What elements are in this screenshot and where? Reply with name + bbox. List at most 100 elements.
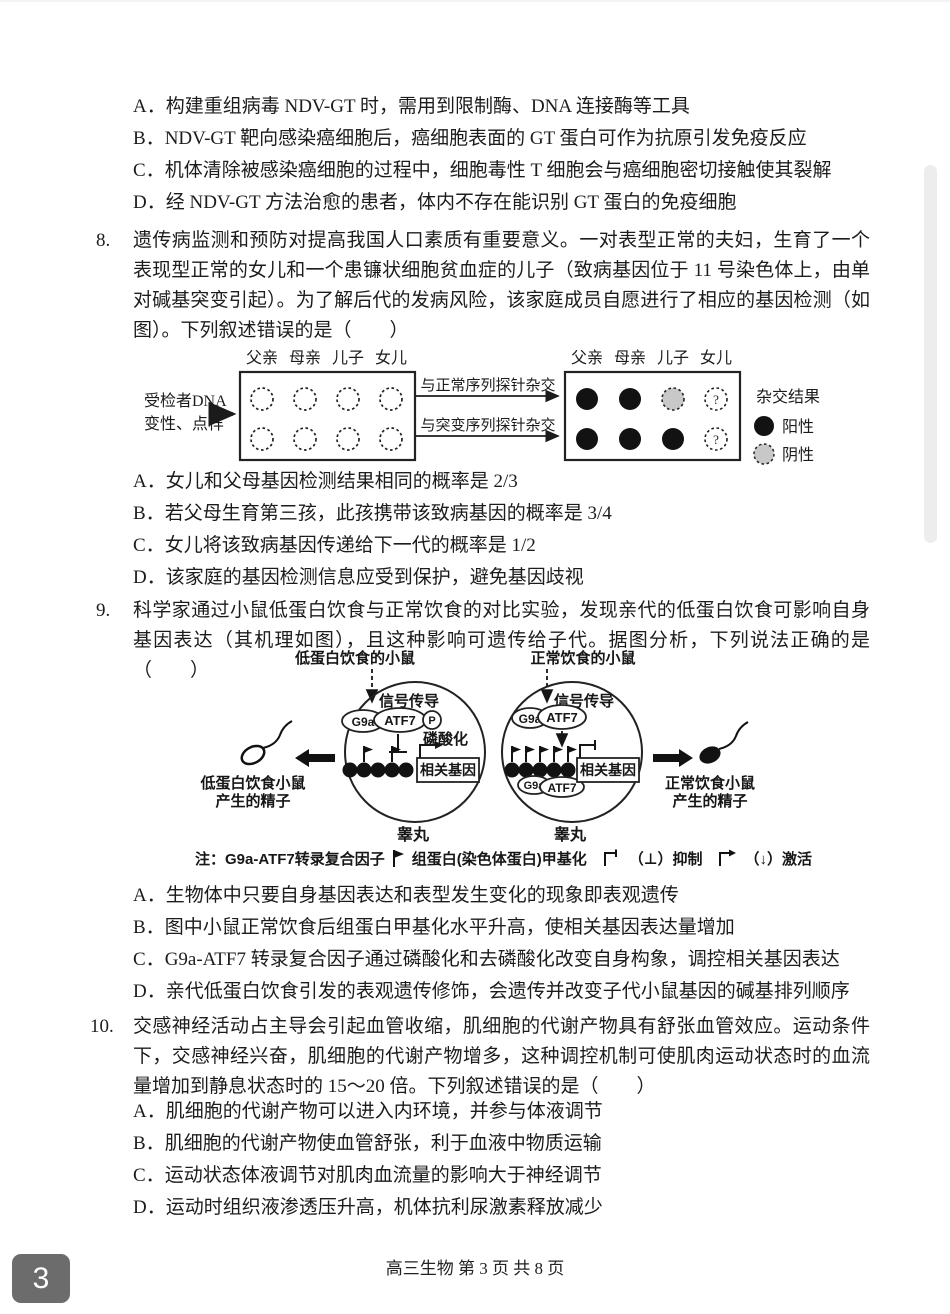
option-label: C． [133,1165,165,1186]
option-text: 生物体中只要自身基因表达和表型发生变化的现象即表观遗传 [165,885,679,906]
hybridization-legend: 杂交结果 阳性 阴性 [753,388,820,465]
option-label: D． [133,192,166,213]
option-d: D．亲代低蛋白饮食引发的表观遗传修饰，会遗传并改变子代小鼠基因的碱基排列顺序 [133,980,893,1012]
svg-text:ATF7: ATF7 [546,710,578,725]
svg-text:磷酸化: 磷酸化 [423,730,468,748]
gene-box-repressed: 相关基因 [576,740,640,783]
svg-text:相关基因: 相关基因 [580,762,636,778]
methyl-flag-icon [392,850,404,867]
option-text: 该家庭的基因检测信息应受到保护，避免基因歧视 [165,567,584,588]
testis-cell-outline [501,681,643,823]
question-number: 9. [96,600,111,621]
methyl-flag [363,746,373,762]
gene-box-active: 相关基因 [416,741,480,783]
svg-text:变性、点样: 变性、点样 [144,415,224,433]
option-b: B．肌细胞的代谢产物使血管舒张，利于血液中物质运输 [133,1132,893,1164]
option-text: 女儿将该致病基因传递给下一代的概率是 1/2 [164,535,536,556]
option-c: C．运动状态体液调节对肌肉血流量的影响大于神经调节 [133,1164,893,1196]
option-a: A．女儿和父母基因检测结果相同的概率是 2/3 [133,470,893,502]
question-stem: 交感神经活动占主导会引起血管收缩，肌细胞的代谢产物具有舒张血管效应。运动条件下，… [133,1016,870,1097]
option-text: 亲代低蛋白饮食引发的表观遗传修饰，会遗传并改变子代小鼠基因的碱基排列顺序 [165,981,850,1002]
result-positive [619,428,641,450]
svg-text:母亲: 母亲 [614,349,646,367]
note-complex-label: 注：G9a-ATF7转录复合因子 [195,850,385,868]
result-unknown [704,387,728,411]
option-label: A． [133,471,166,492]
svg-text:女儿: 女儿 [700,348,732,367]
atf7-protein [537,704,587,730]
svg-text:?: ? [713,432,719,447]
promoter-inhibit-line [579,744,595,758]
svg-text:阴性: 阴性 [782,446,814,464]
methyl-flag [567,746,577,762]
svg-text:P: P [428,715,435,727]
page-footer: 高三生物 第 3 页 共 8 页 [385,1259,565,1278]
negative-dot [753,443,775,465]
dna-spots [250,387,403,451]
option-label: A． [133,1101,166,1122]
page-number-badge: 3 [12,1254,70,1303]
chromatin-beads [342,746,414,778]
diagram-note: 注：G9a-ATF7转录复合因子 组蛋白(染色体蛋白)甲基化 （⊥）抑制 （↓）… [195,846,812,870]
phosphate-group [422,710,442,730]
activation-arrowhead [435,741,443,749]
svg-text:ATF7: ATF7 [547,781,576,795]
result-unknown [704,427,728,451]
option-a: A．构建重组病毒 NDV-GT 时，需用到限制酶、DNA 连接酶等工具 [133,95,893,127]
svg-text:G9a: G9a [519,712,542,726]
result-positive [619,388,641,410]
svg-text:女儿: 女儿 [375,348,407,367]
svg-text:与突变序列探针杂交: 与突变序列探针杂交 [420,416,555,434]
option-b: B．NDV-GT 靶向感染癌细胞后，癌细胞表面的 GT 蛋白可作为抗原引发免疫反… [133,127,893,159]
svg-text:睾丸: 睾丸 [554,825,587,844]
svg-text:正常饮食小鼠: 正常饮食小鼠 [665,774,755,792]
sperm-low-protein [240,720,293,766]
option-text: 运动状态体液调节对肌肉血流量的影响大于神经调节 [164,1165,602,1186]
option-b: B．图中小鼠正常饮食后组蛋白甲基化水平升高，使相关基因表达量增加 [133,916,893,948]
svg-text:相关基因: 相关基因 [420,762,476,778]
svg-text:阳性: 阳性 [782,418,814,436]
methyl-flag [539,746,549,762]
sperm-normal [699,721,749,764]
option-label: B． [133,503,165,524]
question-stem: 遗传病监测和预防对提高我国人口素质有重要意义。一对表型正常的夫妇，生育了一个表现… [133,230,870,341]
scrollbar-thumb[interactable] [924,165,937,543]
option-label: C． [133,949,165,970]
svg-text:睾丸: 睾丸 [397,825,430,844]
svg-text:母亲: 母亲 [289,349,321,367]
option-text: 肌细胞的代谢产物使血管舒张，利于血液中物质运输 [164,1133,602,1154]
question-10-options: A．肌细胞的代谢产物可以进入内环境，并参与体液调节 B．肌细胞的代谢产物使血管舒… [133,1100,893,1228]
svg-text:杂交结果: 杂交结果 [756,388,820,406]
svg-text:低蛋白饮食小鼠: 低蛋白饮食小鼠 [199,774,305,792]
option-text: 运动时组织液渗透压升高，机体抗利尿激素释放减少 [165,1197,603,1218]
chromatin-beads [504,746,577,778]
promoter-activation-arrow [419,744,435,758]
option-text: 女儿和父母基因检测结果相同的概率是 2/3 [165,471,518,492]
option-label: C． [133,160,165,181]
probe-arrows: 与正常序列探针杂交 与突变序列探针杂交 [415,376,560,443]
option-label: D． [133,567,166,588]
svg-text:儿子: 儿子 [657,349,689,367]
option-c: C．机体清除被感染癌细胞的过程中，细胞毒性 T 细胞会与癌细胞密切接触使其裂解 [133,159,893,191]
option-text: 肌细胞的代谢产物可以进入内环境，并参与体液调节 [165,1101,603,1122]
activate-symbol-icon [719,849,737,866]
option-text: 构建重组病毒 NDV-GT 时，需用到限制酶、DNA 连接酶等工具 [165,96,690,117]
option-label: B． [133,128,165,149]
left-thick-arrow [295,749,335,767]
option-text: NDV-GT 靶向感染癌细胞后，癌细胞表面的 GT 蛋白可作为抗原引发免疫反应 [164,128,807,149]
option-a: A．肌细胞的代谢产物可以进入内环境，并参与体液调节 [133,1100,893,1132]
normal-diet-cell: 正常饮食的小鼠 信号传导 G9a ATF7 [501,649,755,844]
question-9-options: A．生物体中只要自身基因表达和表型发生变化的现象即表观遗传 B．图中小鼠正常饮食… [133,884,893,1012]
svg-text:产生的精子: 产生的精子 [215,792,290,810]
option-text: 机体清除被感染癌细胞的过程中，细胞毒性 T 细胞会与癌细胞密切接触使其裂解 [164,160,832,181]
result-positive [662,428,684,450]
svg-text:低蛋白饮食的小鼠: 低蛋白饮食的小鼠 [294,649,415,667]
question-8-options: A．女儿和父母基因检测结果相同的概率是 2/3 B．若父母生育第三孩，此孩携带该… [133,470,893,598]
result-negative [661,387,685,411]
option-c: C．G9a-ATF7 转录复合因子通过磷酸化和去磷酸化改变自身构象，调控相关基因… [133,948,893,980]
note-methylation-label: 组蛋白(染色体蛋白)甲基化 [411,850,587,868]
low-protein-cell: 低蛋白饮食的小鼠 信号传导 G9a ATF7 P 磷酸化 [199,649,486,844]
question-7-options: A．构建重组病毒 NDV-GT 时，需用到限制酶、DNA 连接酶等工具 B．ND… [133,95,893,223]
option-label: A． [133,96,166,117]
svg-text:父亲: 父亲 [246,349,278,367]
